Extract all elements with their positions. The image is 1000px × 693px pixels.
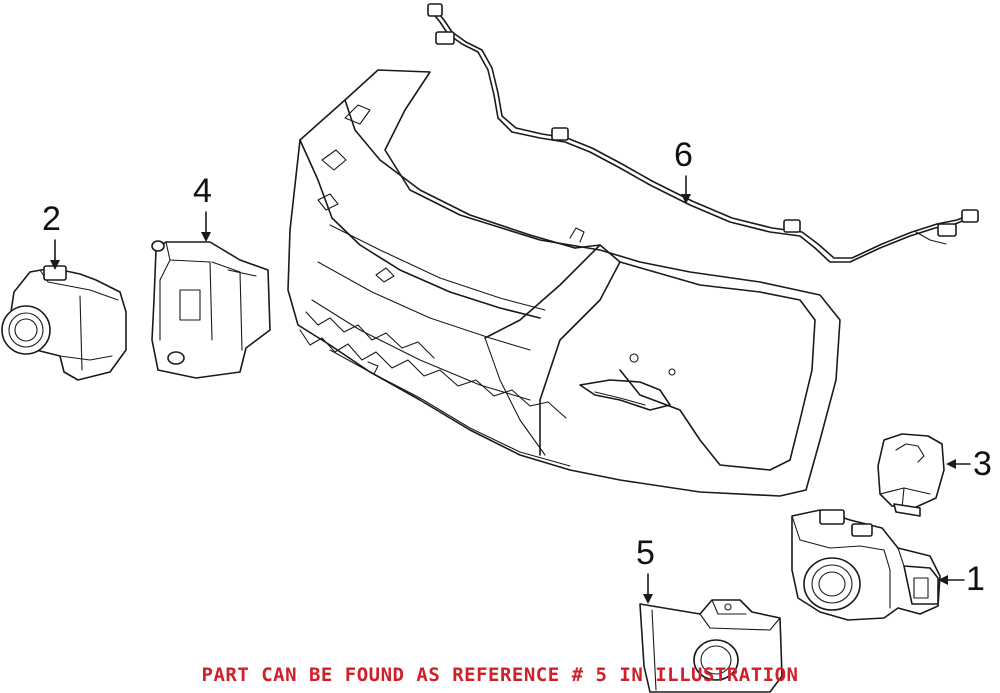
callout-2: 2 [42, 200, 61, 238]
wiring-harness [427, 3, 979, 263]
callout-3: 3 [973, 445, 992, 483]
parking-sensor-left [1, 265, 127, 381]
reference-note: PART CAN BE FOUND AS REFERENCE # 5 IN IL… [201, 664, 799, 686]
callout-6: 6 [674, 136, 693, 174]
parking-sensor-right [791, 509, 941, 621]
bumper-cover [287, 69, 841, 497]
sensor-retainer [877, 433, 945, 517]
callout-1: 1 [966, 560, 985, 598]
leader-arrows [50, 175, 971, 604]
callout-4: 4 [193, 172, 212, 210]
callout-5: 5 [636, 534, 655, 572]
sensor-bracket-left [151, 240, 271, 379]
mounting-bracket [639, 599, 783, 693]
